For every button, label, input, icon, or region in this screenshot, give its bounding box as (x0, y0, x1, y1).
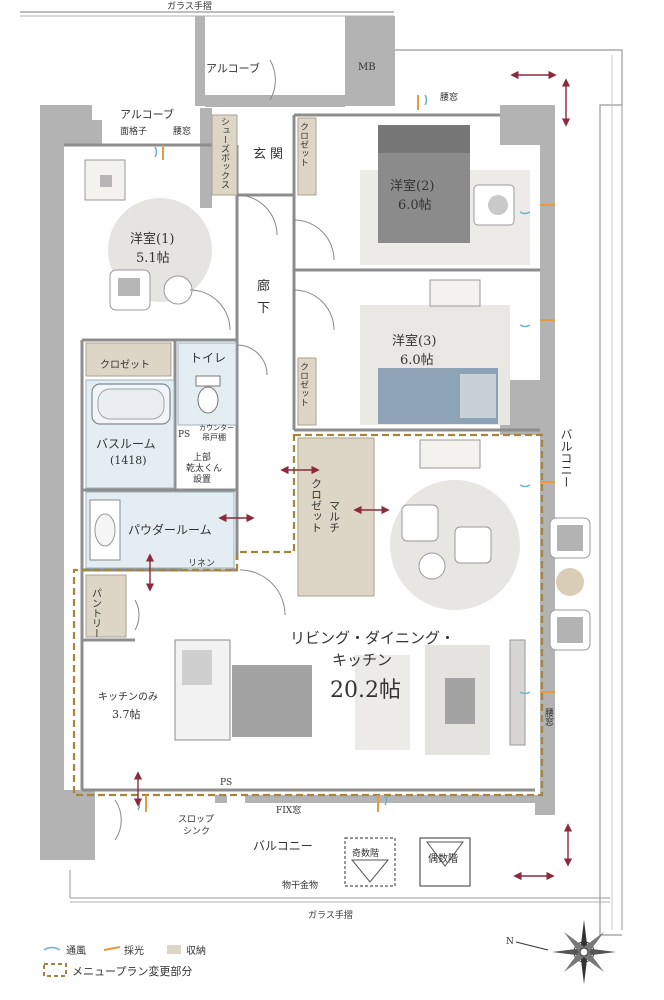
dryer-label-2: 乾太くん (186, 462, 222, 474)
dryer-label-3: 設置 (193, 473, 211, 485)
shoebox-label: シューズボックス (219, 117, 230, 189)
ldk-name-2: キッチン (332, 651, 392, 669)
top-glass-railing (20, 11, 394, 17)
menu-plan-outline (72, 433, 544, 797)
room1-name: 洋室(1) (130, 231, 174, 247)
washbasin (89, 499, 121, 561)
room2-name: 洋室(2) (390, 178, 434, 194)
odd-floor-marker (344, 837, 396, 887)
menu-plan-legend-icon (43, 963, 67, 977)
waist-window-label-2: 腰窓 (173, 125, 191, 137)
even-floor-marker (419, 837, 471, 887)
closet3-label: クロゼット (298, 362, 309, 407)
alcove-left-label: アルコーブ (120, 107, 174, 121)
storage-legend-icon (167, 945, 181, 954)
glass-rail-bottom-label: ガラス手摺 (308, 909, 353, 921)
counter-cabinet-label-1: カウンター (199, 423, 234, 432)
alcove-top-label: アルコーブ (206, 61, 260, 75)
even-floor-label: 偶数階 (428, 852, 458, 865)
room3-furniture (360, 279, 510, 425)
slop-sink-label-1: スロップ (178, 814, 214, 825)
fix-window-label: FIX窓 (276, 804, 301, 816)
closet1-label: クロゼット (298, 122, 309, 167)
hardware-label: 物干金物 (282, 879, 318, 891)
window-grille-label: 面格子 (120, 125, 147, 137)
menu-plan-legend-label: メニュープラン変更部分 (72, 964, 192, 978)
linen-label: リネン (188, 558, 215, 569)
ps-label-2: PS (220, 778, 232, 788)
doors (114, 59, 335, 841)
ldk-size: 20.2帖 (330, 678, 401, 703)
daylight-legend-icon (103, 946, 121, 951)
closet2-label: クロゼット (100, 359, 150, 371)
entrance-label: 玄関 (253, 147, 287, 162)
counter-cabinet-label-2: 吊戸棚 (202, 432, 226, 442)
room1-size: 5.1帖 (136, 251, 170, 266)
slop-sink-label-2: シンク (183, 826, 210, 837)
room1-furniture (84, 159, 212, 311)
balcony-bottom-label: バルコニー (253, 839, 313, 853)
multi-closet-label-1: マルチ (328, 500, 341, 533)
balcony-right-label: バルコニー (559, 428, 573, 488)
pantry-label: パントリー (90, 588, 102, 638)
bathroom-label: バスルーム (96, 437, 156, 451)
multi-closet-label-2: クロゼット (310, 478, 323, 533)
bathroom-size: (1418) (110, 454, 147, 467)
bathtub (91, 383, 171, 425)
waist-window-label-1: 腰窓 (440, 91, 458, 103)
hallway-label-2: 下 (257, 301, 270, 316)
storage-legend-label: 収納 (186, 944, 206, 957)
toilet-label: トイレ (190, 351, 226, 365)
room2-size: 6.0帖 (398, 198, 432, 213)
walls (40, 16, 555, 860)
odd-floor-label: 奇数階 (352, 847, 379, 859)
balcony-furniture (549, 517, 591, 651)
powder-room-label: パウダールーム (128, 522, 212, 537)
flow-arrows (133, 70, 573, 881)
compass-north-label: N (506, 937, 514, 947)
ventilation-legend-label: 通風 (66, 945, 86, 957)
waist-window-label-3: 腰窓 (543, 708, 554, 726)
legend: 通風 採光 収納 メニュープラン変更部分 (43, 944, 206, 978)
mb-label: MB (358, 62, 376, 73)
ventilation-legend-icon (43, 946, 61, 951)
bottom-glass-railing (69, 870, 610, 903)
room3-name: 洋室(3) (392, 333, 436, 349)
daylight-legend-label: 採光 (124, 944, 144, 957)
ps-label-1: PS (178, 430, 190, 440)
daylight-marks (145, 95, 555, 812)
room2-furniture (360, 125, 530, 265)
hallway-label-1: 廊 (257, 278, 270, 294)
compass: N (506, 920, 616, 984)
toilet-fixture (195, 375, 221, 414)
dryer-label-1: 上部 (193, 451, 211, 463)
room3-size: 6.0帖 (400, 353, 434, 368)
right-balcony (394, 49, 623, 936)
kitchen-only-label: キッチンのみ (98, 691, 158, 703)
ldk-furniture (174, 439, 526, 755)
glass-rail-top-label: ガラス手摺 (167, 0, 212, 12)
kitchen-size: 3.7帖 (112, 708, 141, 721)
ldk-name-1: リビング・ダイニング・ (290, 629, 455, 647)
